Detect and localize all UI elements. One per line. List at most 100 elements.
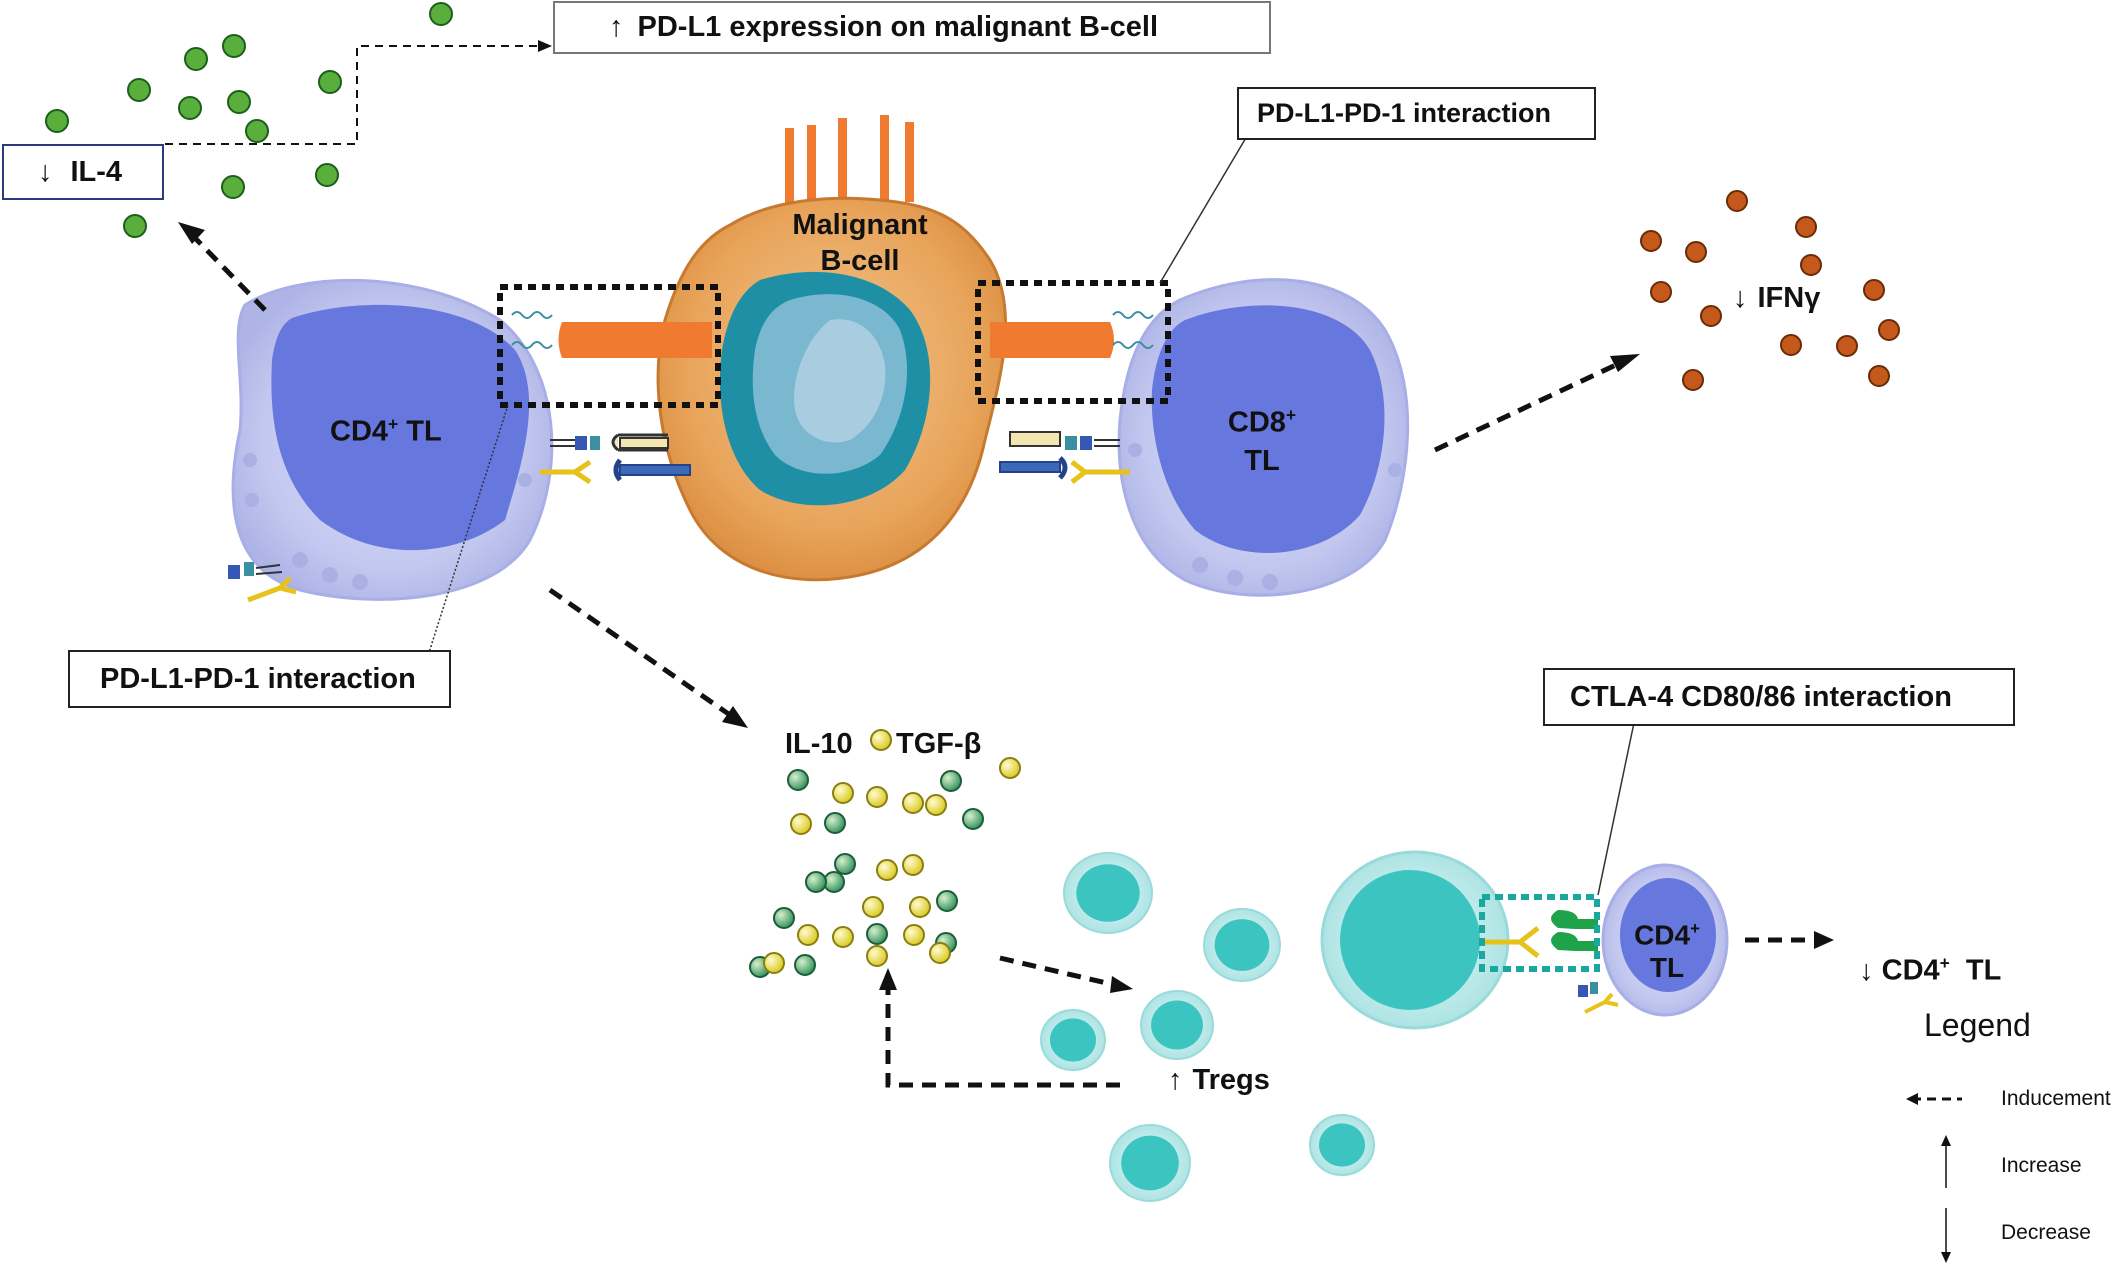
receptor-complex-right: [999, 431, 1130, 484]
ifn-decrease-arrow: ↓: [1733, 282, 1748, 314]
decrease-arrow: ↓: [38, 155, 53, 188]
ifn-molecule: [1836, 335, 1858, 357]
cd8-sup: +: [1285, 405, 1297, 425]
ifn-gamma-molecules: [1640, 190, 1900, 391]
il4-molecule: [318, 70, 342, 94]
il4-molecules: [45, 2, 453, 238]
il10-molecule: [824, 812, 846, 834]
tgfb-label: TGF-β: [896, 728, 981, 761]
il4-molecule: [222, 34, 246, 58]
pdl1-expression-box: ↑ PD-L1 expression on malignant B-cell: [553, 1, 1271, 54]
ifn-text: IFNγ: [1757, 282, 1821, 314]
ifn-molecule: [1795, 216, 1817, 238]
tgfb-molecule: [763, 952, 785, 974]
inducement-arrowheads: [178, 222, 1834, 993]
tgfb-molecule: [797, 924, 819, 946]
il4-molecule: [178, 96, 202, 120]
ifn-molecule: [1726, 190, 1748, 212]
legend-increase: Increase: [2001, 1154, 2082, 1177]
ifn-molecule: [1682, 369, 1704, 391]
tgfb-molecule: [832, 782, 854, 804]
ifn-molecule: [1780, 334, 1802, 356]
tgfb-molecule: [929, 942, 951, 964]
inducement-arrows: [193, 236, 1815, 1088]
tgfb-molecule: [866, 945, 888, 967]
cd4-decrease-label: ↓CD4+ TL: [1843, 920, 2001, 988]
tgfb-molecule: [999, 757, 1021, 779]
il10-molecule: [794, 954, 816, 976]
ifn-gamma-label: ↓ IFNγ: [1733, 282, 1820, 315]
il10-label: IL-10: [785, 728, 853, 761]
cd8-tl: TL: [1244, 444, 1280, 477]
treg-cell: [1140, 990, 1214, 1060]
cd4-left-text: CD4: [330, 415, 389, 448]
pdl1-pd1-interaction-right-box: PD-L1-PD-1 interaction: [1237, 87, 1596, 140]
malignant-line1: Malignant: [792, 209, 928, 241]
pdl1-pd1-interaction-left-box: PD-L1-PD-1 interaction: [68, 650, 451, 708]
cd4-small-tl: TL: [1649, 952, 1685, 984]
receptor-complex-lower-left: [228, 562, 297, 603]
cd8-t-cell: [1117, 278, 1410, 597]
il4-molecule: [184, 47, 208, 71]
tregs-increase-arrow: ↑: [1168, 1064, 1183, 1096]
tregs-text: Tregs: [1192, 1064, 1270, 1096]
il10-molecule: [787, 769, 809, 791]
tgfb-molecule: [909, 896, 931, 918]
il10-molecule: [962, 808, 984, 830]
tgfb-molecule: [925, 794, 947, 816]
connector-arrowhead: [538, 40, 552, 52]
pdl1-pd1-right-text: PD-L1-PD-1 interaction: [1257, 98, 1552, 128]
legend-glyphs: [1906, 1093, 1962, 1263]
ifn-molecule: [1800, 254, 1822, 276]
cd8-label: CD8+ TL: [1222, 396, 1302, 480]
leader-lines: [424, 130, 1636, 896]
receptor-complex-left: [540, 433, 691, 485]
ifn-molecule: [1863, 279, 1885, 301]
pd-1-springs: [511, 311, 1154, 349]
treg-cell-large: [1320, 850, 1510, 1030]
il4-molecule: [45, 109, 69, 133]
tgfb-molecule: [790, 813, 812, 835]
tgfb-text: TGF-β: [896, 728, 982, 760]
cd4-small-text: CD4: [1634, 919, 1691, 951]
tgfb-molecule: [902, 854, 924, 876]
ctla4-frame: [1479, 894, 1600, 972]
cd4-decrease-tl: TL: [1949, 954, 2002, 987]
ctla4-interaction-box: CTLA-4 CD80/86 interaction: [1543, 668, 2015, 726]
ifn-molecule: [1640, 230, 1662, 252]
cd4-small-label: CD4+ TL: [1622, 912, 1712, 984]
legend-decrease: Decrease: [2001, 1221, 2091, 1244]
tregs-label: ↑ Tregs: [1168, 1064, 1270, 1097]
il4-molecule: [227, 90, 251, 114]
tgfb-molecule: [902, 792, 924, 814]
il4-molecule: [315, 163, 339, 187]
treg-cell: [1109, 1124, 1191, 1202]
tgfb-molecule: [866, 786, 888, 808]
ifn-molecule: [1878, 319, 1900, 341]
cd4-left-sup: +: [388, 414, 399, 434]
ifn-molecule: [1700, 305, 1722, 327]
il10-molecule: [940, 770, 962, 792]
pdl1-pd1-left-text: PD-L1-PD-1 interaction: [100, 662, 416, 695]
il10-text: IL-10: [785, 728, 853, 760]
ifn-molecule: [1650, 281, 1672, 303]
cd4-left-tl: TL: [398, 415, 442, 448]
il4-to-pdl1-connector: [165, 45, 540, 145]
il4-text: IL-4: [70, 155, 123, 188]
treg-cell: [1063, 852, 1153, 934]
cd4-left-label: CD4+ TL: [330, 414, 442, 449]
legend-title: Legend: [1924, 1007, 2031, 1043]
increase-arrow: ↑: [609, 11, 624, 43]
tgfb-molecule: [870, 729, 892, 751]
cd4-decrease-text: CD4: [1881, 954, 1940, 987]
malignant-b-cell: [656, 115, 1008, 582]
cd4-decrease-arrow: ↓: [1859, 954, 1874, 987]
tgfb-molecule: [862, 896, 884, 918]
pdl1-expression-text: PD-L1 expression on malignant B-cell: [637, 11, 1159, 43]
cd4-decrease-sup: +: [1939, 953, 1950, 973]
tgfb-molecule: [903, 924, 925, 946]
pd-l1-receptors: [558, 322, 1114, 358]
ifn-molecule: [1868, 365, 1890, 387]
malignant-line2: B-cell: [820, 245, 900, 277]
